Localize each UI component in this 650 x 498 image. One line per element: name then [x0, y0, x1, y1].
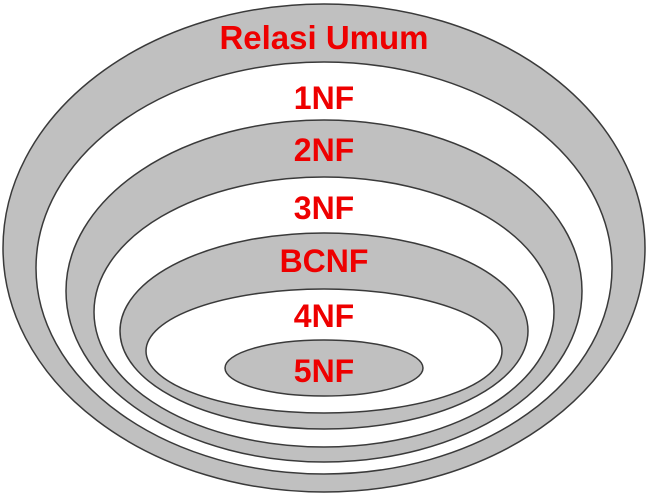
label-1nf: 1NF: [294, 80, 354, 116]
label-2nf: 2NF: [294, 132, 354, 168]
label-relasi-umum: Relasi Umum: [219, 19, 428, 56]
label-4nf: 4NF: [294, 298, 354, 334]
label-3nf: 3NF: [294, 190, 354, 226]
label-5nf: 5NF: [294, 353, 354, 389]
ellipse-5nf: [224, 339, 424, 397]
label-bcnf: BCNF: [280, 243, 369, 279]
